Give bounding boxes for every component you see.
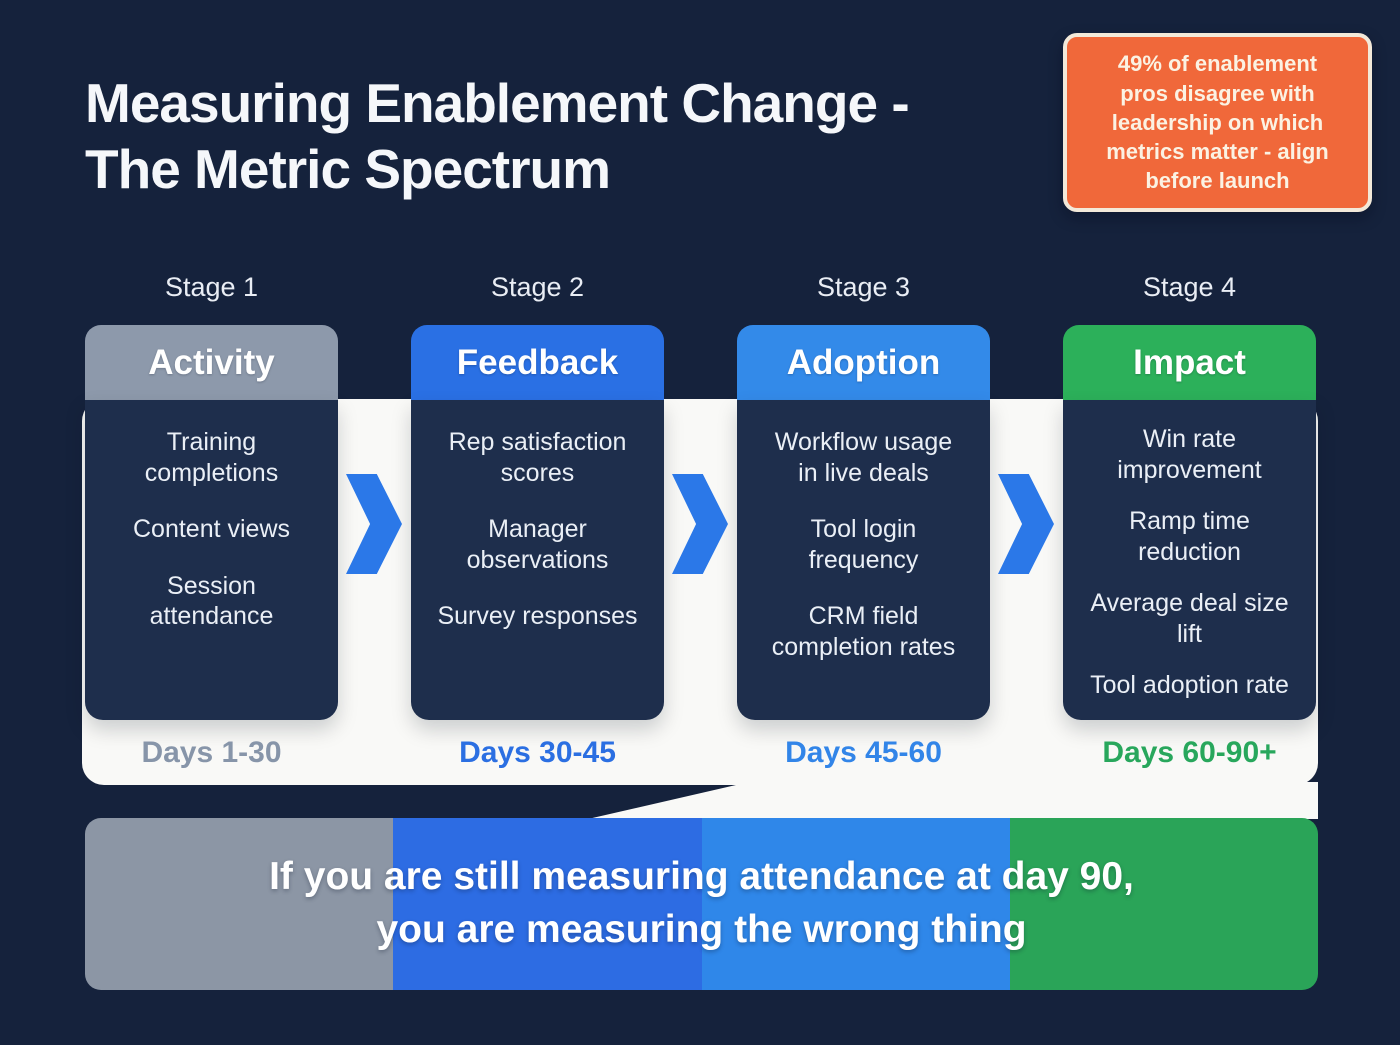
stage-item: Tool adoption rate bbox=[1090, 671, 1289, 699]
stage-item: Win rate improvement bbox=[1117, 425, 1262, 484]
stage-item: Tool login frequency bbox=[808, 515, 919, 574]
days-label-4: Days 60-90+ bbox=[1102, 736, 1277, 769]
banner-text: If you are still measuring attendance at… bbox=[269, 855, 1134, 951]
days-label-1: Days 1-30 bbox=[141, 736, 282, 769]
callout-box: 49% of enablement pros disagree with lea… bbox=[1063, 33, 1372, 212]
stage-item: Rep satisfaction scores bbox=[448, 428, 627, 487]
stage-header-feedback: Feedback bbox=[411, 325, 664, 400]
page-title: Measuring Enablement Change - The Metric… bbox=[85, 72, 910, 200]
banner-segment-gray bbox=[85, 818, 394, 990]
stage-item: Session attendance bbox=[149, 571, 274, 631]
banner-segment-blue bbox=[393, 818, 702, 990]
stage-column-feedback: Feedback Rep satisfaction scores Manager… bbox=[411, 325, 664, 720]
stage-label-1: Stage 1 bbox=[164, 272, 259, 302]
stage-item: Manager observations bbox=[466, 515, 609, 574]
stage-header-activity: Activity bbox=[85, 325, 338, 400]
stage-header-impact: Impact bbox=[1063, 325, 1316, 400]
days-label-2: Days 30-45 bbox=[459, 736, 616, 769]
stage-item: Average deal size lift bbox=[1090, 589, 1289, 648]
stage-label-4: Stage 4 bbox=[1142, 272, 1237, 302]
stage-item: Survey responses bbox=[437, 602, 638, 630]
callout-text: 49% of enablement pros disagree with lea… bbox=[1106, 51, 1329, 194]
stage-column-adoption: Adoption Workflow usage in live deals To… bbox=[737, 325, 990, 720]
stage-body-feedback: Rep satisfaction scores Manager observat… bbox=[411, 400, 664, 720]
banner-segment-lightblue bbox=[701, 818, 1010, 990]
stage-item: Training completions bbox=[144, 428, 279, 487]
white-band-extension bbox=[588, 782, 1318, 819]
stage-item: Workflow usage in live deals bbox=[774, 428, 953, 487]
stage-item: CRM field completion rates bbox=[771, 602, 956, 661]
stage-column-activity: Activity Training completions Content vi… bbox=[85, 325, 338, 720]
stage-column-impact: Impact Win rate improvement Ramp time re… bbox=[1063, 325, 1316, 720]
stage-body-impact: Win rate improvement Ramp time reduction… bbox=[1063, 400, 1316, 720]
stage-label-3: Stage 3 bbox=[816, 272, 911, 302]
banner-segment-green bbox=[1009, 818, 1318, 990]
stage-body-activity: Training completions Content views Sessi… bbox=[85, 400, 338, 720]
stage-item: Ramp time reduction bbox=[1129, 507, 1250, 566]
stage-header-adoption: Adoption bbox=[737, 325, 990, 400]
stage-body-adoption: Workflow usage in live deals Tool login … bbox=[737, 400, 990, 720]
stage-item: Content views bbox=[132, 515, 291, 543]
stage-label-2: Stage 2 bbox=[490, 272, 585, 302]
bottom-banner bbox=[85, 818, 1318, 990]
days-label-3: Days 45-60 bbox=[785, 736, 942, 769]
